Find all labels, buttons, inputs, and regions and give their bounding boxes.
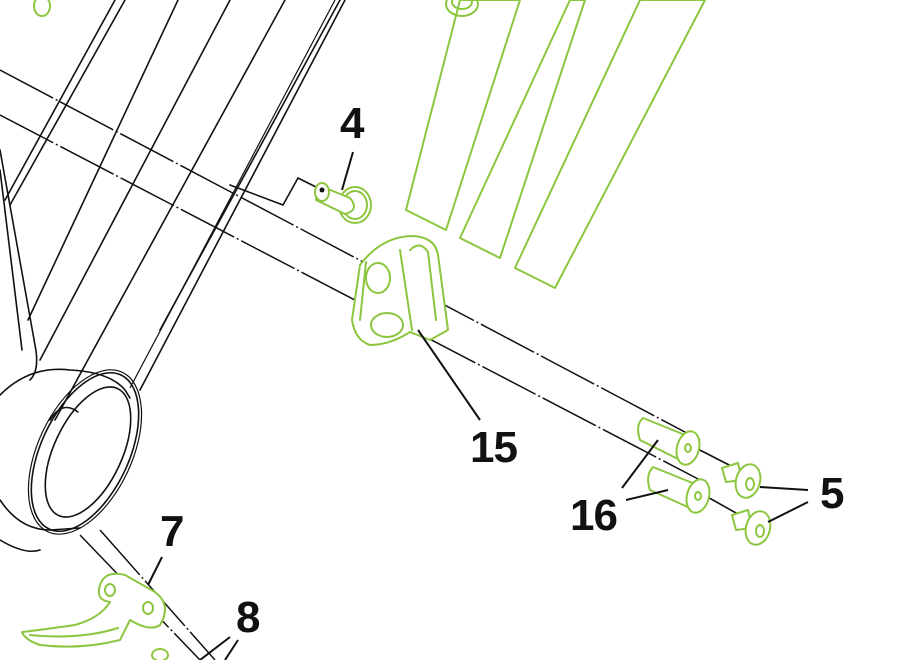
part-8-fasteners — [151, 648, 169, 660]
callout-8: 8 — [236, 593, 261, 642]
part-top-bushing — [33, 0, 479, 17]
callout-5: 5 — [820, 469, 845, 518]
callout-15: 15 — [470, 423, 518, 472]
bottom-bracket-shell — [0, 368, 143, 553]
part-16-sleeve-pins — [637, 417, 711, 514]
leader-lines — [147, 151, 809, 660]
part-strips — [405, 0, 706, 289]
assembly-axis-lines — [0, 69, 746, 660]
part-7-hook-bracket — [21, 572, 166, 648]
part-15-cable-guide — [351, 235, 449, 346]
part-5-screws — [721, 462, 772, 546]
part-4-pin — [314, 182, 372, 224]
callout-16: 16 — [570, 491, 618, 540]
part-4-jog-line — [229, 177, 323, 206]
callout-4: 4 — [340, 99, 365, 148]
callout-7: 7 — [160, 507, 185, 556]
frame-tubes — [0, 0, 346, 421]
